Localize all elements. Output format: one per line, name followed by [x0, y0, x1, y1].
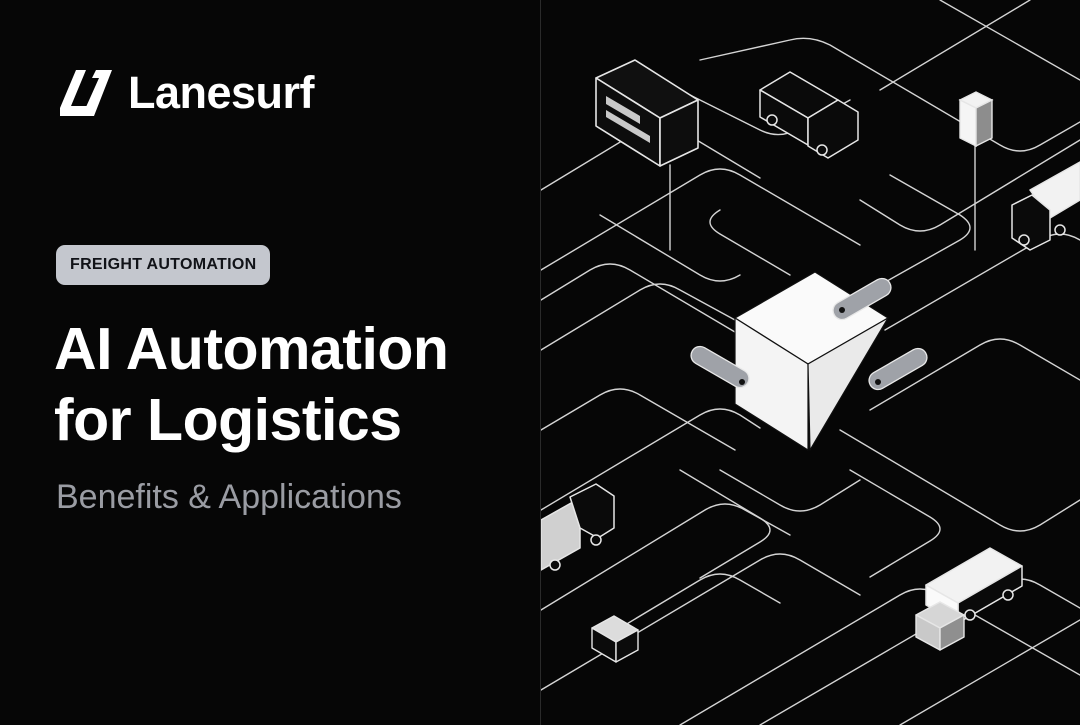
brand-logo[interactable]: Lanesurf	[56, 66, 315, 120]
page-title: AI Automation for Logistics	[54, 314, 524, 456]
truck-icon	[541, 483, 615, 571]
category-badge: FREIGHT AUTOMATION	[56, 245, 271, 285]
lanesurf-logo-mark-icon	[60, 70, 112, 116]
package-icon	[915, 601, 965, 651]
package-icon	[591, 615, 639, 663]
page-subtitle: Benefits & Applications	[56, 478, 402, 516]
page-title-line-2: for Logistics	[54, 387, 402, 453]
page-title-line-1: AI Automation	[54, 316, 449, 382]
brand-name: Lanesurf	[128, 67, 315, 118]
logistics-network-illustration	[541, 0, 1080, 725]
text-panel: Lanesurf FREIGHT AUTOMATION AI Automatio…	[54, 66, 524, 516]
server-box-icon	[595, 59, 699, 167]
pillar-icon	[958, 91, 994, 148]
truck-icon	[759, 71, 859, 159]
illustration-panel	[541, 0, 1080, 725]
connector-pins	[690, 277, 928, 391]
panel-divider	[540, 0, 541, 725]
truck-icon	[1011, 161, 1080, 251]
